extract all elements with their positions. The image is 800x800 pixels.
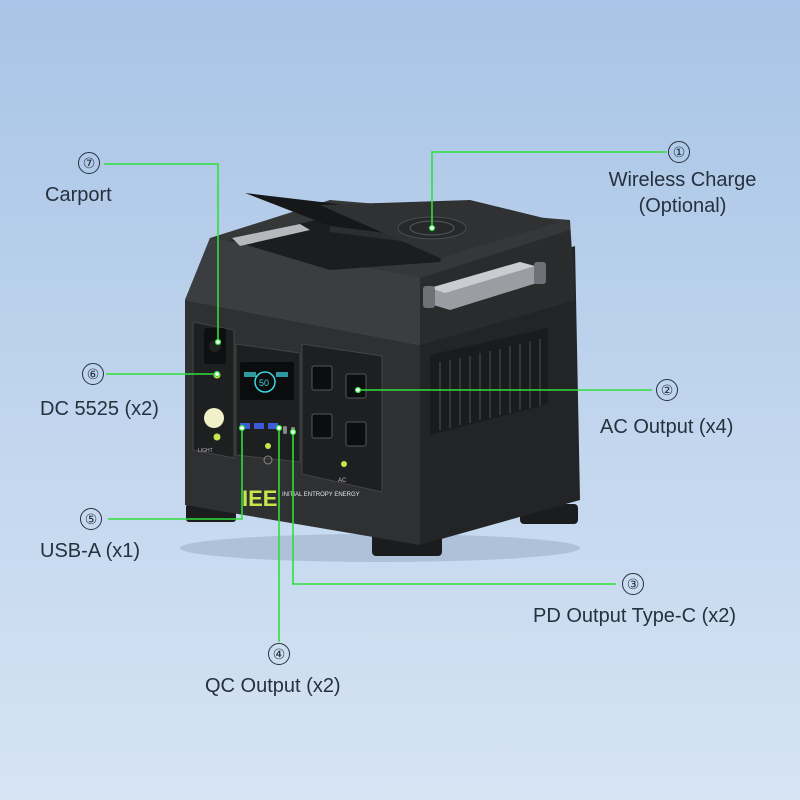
ac-panel-label: AC: [338, 478, 347, 484]
brand-logo-text: INITIAL ENTROPY ENERGY: [282, 492, 360, 498]
callout-number-6: ⑥: [82, 363, 104, 385]
callout-label-dc-5525: DC 5525 (x2): [40, 398, 159, 420]
callout-label-qc-output: QC Output (x2): [205, 675, 341, 697]
callout-label-wireless-charge: Wireless Charge (Optional): [590, 167, 775, 219]
callout-label-usb-a: USB-A (x1): [40, 540, 141, 562]
wireless-charge-title: Wireless Charge: [608, 169, 757, 191]
brand-logo-mark: IEE: [242, 486, 277, 511]
wireless-charge-optional: (Optional): [638, 195, 727, 217]
callout-label-ac-output: AC Output (x4): [600, 416, 734, 438]
callout-number-1: ①: [668, 141, 690, 163]
display-value: 50: [259, 378, 269, 388]
callout-number-4: ④: [268, 643, 290, 665]
callout-label-pd-output: PD Output Type-C (x2): [533, 605, 737, 627]
callout-number-5: ⑤: [80, 508, 102, 530]
callout-number-2: ②: [656, 379, 678, 401]
callout-label-carport: Carport: [45, 184, 112, 206]
light-label: LIGHT: [198, 448, 213, 454]
callout-number-7: ⑦: [78, 152, 100, 174]
callout-number-3: ③: [622, 573, 644, 595]
